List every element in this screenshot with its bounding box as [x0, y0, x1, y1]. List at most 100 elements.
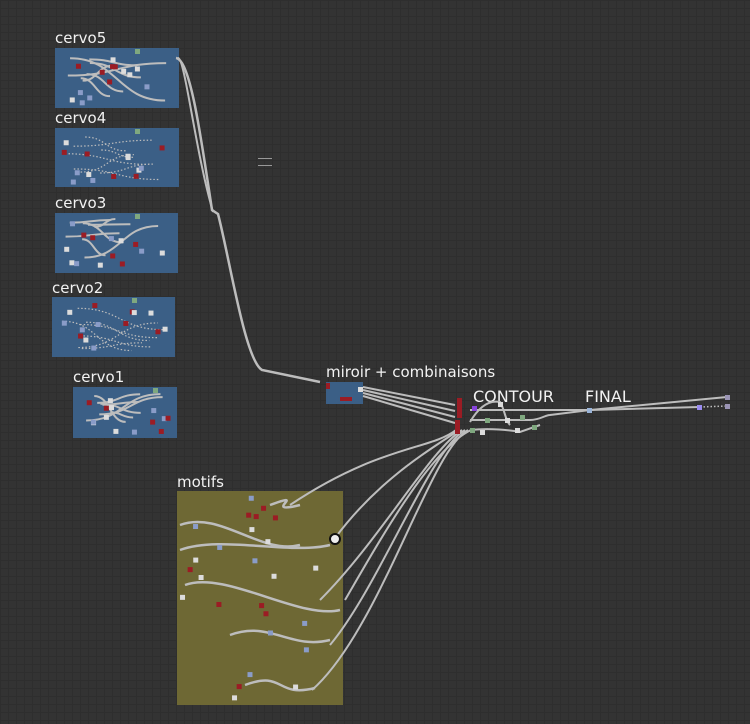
graph-node[interactable]: [253, 514, 259, 520]
graph-node[interactable]: [252, 558, 258, 564]
wire[interactable]: [289, 429, 457, 506]
graph-node[interactable]: [263, 611, 269, 617]
graph-node[interactable]: [90, 177, 96, 183]
graph-node[interactable]: [485, 418, 490, 423]
wire[interactable]: [81, 238, 106, 257]
frame-miroir[interactable]: [326, 382, 363, 404]
graph-node[interactable]: [110, 253, 116, 259]
wire[interactable]: [244, 679, 316, 692]
graph-node[interactable]: [131, 429, 137, 435]
graph-node[interactable]: [587, 408, 592, 413]
wire[interactable]: [80, 323, 158, 339]
graph-node[interactable]: [135, 129, 140, 134]
graph-node[interactable]: [498, 402, 503, 407]
wire[interactable]: [65, 232, 120, 238]
wire[interactable]: [179, 542, 331, 552]
wire[interactable]: [100, 163, 153, 174]
graph-node[interactable]: [107, 79, 113, 85]
graph-node[interactable]: [313, 565, 319, 571]
wire[interactable]: [87, 223, 131, 226]
graph-node[interactable]: [261, 505, 267, 511]
frame-motifs[interactable]: [177, 491, 343, 705]
graph-node[interactable]: [148, 310, 154, 316]
wire[interactable]: [70, 57, 166, 102]
graph-node[interactable]: [265, 539, 271, 545]
wire[interactable]: [64, 153, 149, 166]
wire[interactable]: [362, 389, 456, 412]
graph-node[interactable]: [109, 405, 115, 411]
graph-node[interactable]: [267, 630, 273, 636]
graph-node[interactable]: [111, 173, 117, 179]
graph-node[interactable]: [725, 404, 730, 409]
wire[interactable]: [334, 429, 460, 539]
graph-node[interactable]: [61, 149, 67, 155]
graph-node[interactable]: [135, 49, 140, 54]
graph-node[interactable]: [165, 415, 171, 421]
graph-node[interactable]: [216, 601, 222, 607]
graph-node[interactable]: [193, 524, 199, 530]
graph-node[interactable]: [99, 69, 105, 75]
graph-node[interactable]: [127, 72, 133, 78]
wire[interactable]: [81, 342, 143, 350]
graph-node[interactable]: [119, 261, 125, 267]
graph-node[interactable]: [198, 574, 204, 580]
wire[interactable]: [85, 136, 126, 152]
graph-node[interactable]: [86, 172, 92, 178]
graph-node[interactable]: [92, 303, 98, 309]
wire[interactable]: [184, 580, 341, 613]
graph-node[interactable]: [470, 428, 475, 433]
graph-node[interactable]: [63, 140, 69, 146]
wire[interactable]: [79, 335, 152, 348]
wire[interactable]: [80, 77, 111, 98]
wire[interactable]: [329, 429, 466, 646]
wire[interactable]: [82, 222, 123, 244]
wire[interactable]: [179, 520, 301, 548]
graph-node[interactable]: [187, 567, 193, 573]
graph-node[interactable]: [138, 165, 144, 171]
graph-node[interactable]: [95, 322, 101, 328]
wire[interactable]: [73, 139, 153, 147]
wire[interactable]: [177, 57, 214, 213]
wire[interactable]: [80, 154, 134, 173]
graph-node[interactable]: [108, 236, 114, 242]
wire[interactable]: [86, 393, 161, 422]
graph-node[interactable]: [151, 408, 157, 414]
graph-node[interactable]: [121, 68, 127, 74]
wire[interactable]: [470, 409, 591, 421]
graph-node[interactable]: [79, 100, 85, 106]
graph-node[interactable]: [520, 415, 525, 420]
wire[interactable]: [362, 392, 456, 418]
graph-node[interactable]: [144, 84, 150, 90]
graph-node[interactable]: [134, 66, 140, 72]
wire[interactable]: [97, 393, 141, 404]
graph-node[interactable]: [155, 329, 161, 335]
graph-node[interactable]: [480, 430, 485, 435]
graph-node[interactable]: [293, 684, 299, 690]
wire[interactable]: [362, 395, 456, 424]
graph-node[interactable]: [132, 298, 137, 303]
graph-node[interactable]: [83, 337, 89, 343]
graph-node[interactable]: [123, 320, 129, 326]
graph-node[interactable]: [515, 428, 520, 433]
graph-node[interactable]: [340, 397, 352, 401]
wire[interactable]: [311, 429, 469, 691]
wire[interactable]: [94, 218, 116, 229]
graph-node[interactable]: [103, 405, 109, 411]
graph-node[interactable]: [472, 406, 477, 411]
graph-node[interactable]: [236, 684, 242, 690]
graph-node[interactable]: [259, 603, 265, 609]
comment-note[interactable]: [258, 158, 272, 166]
wire[interactable]: [470, 406, 701, 411]
wire[interactable]: [73, 168, 160, 181]
graph-node[interactable]: [135, 214, 140, 219]
wire[interactable]: [269, 498, 301, 509]
output-node-icon[interactable]: [329, 533, 341, 545]
wire[interactable]: [229, 629, 331, 644]
graph-node[interactable]: [90, 419, 96, 425]
graph-node[interactable]: [113, 428, 119, 434]
graph-node[interactable]: [159, 250, 165, 256]
wire[interactable]: [319, 429, 463, 601]
wire[interactable]: [86, 321, 150, 342]
graph-node[interactable]: [69, 260, 75, 266]
